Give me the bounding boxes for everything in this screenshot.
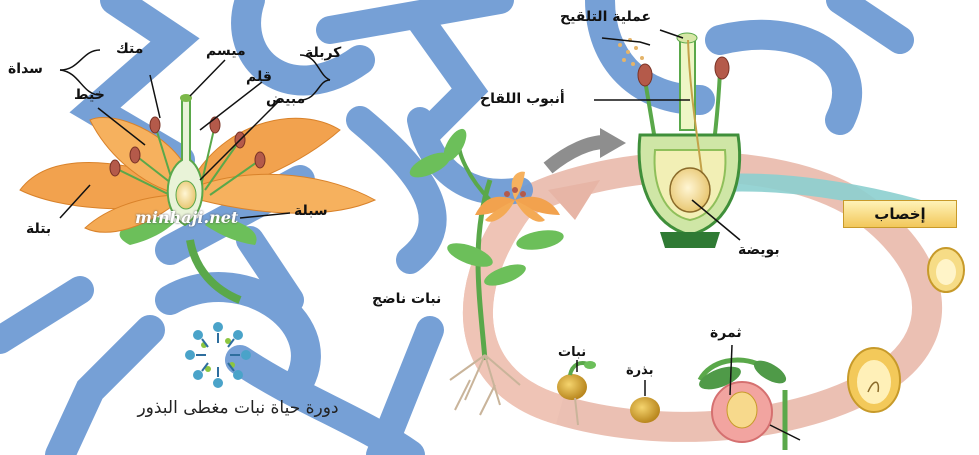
label-ovule: بويضة (738, 243, 780, 257)
label-stamen: سداة (8, 62, 43, 76)
label-petal: بتلة (26, 222, 51, 236)
flower-illustration (20, 94, 375, 300)
label-filament: خيط (74, 88, 105, 102)
label-pollen-tube: أنبوب اللقاح (480, 92, 565, 106)
label-seed: بذرة (626, 364, 654, 377)
label-style: قلم (246, 70, 272, 84)
label-seedling: نبات (558, 346, 586, 359)
label-pollination: عملية التلقيح (560, 10, 651, 24)
label-fertilization: إخصاب (843, 200, 957, 228)
watermark-text: minhaji.net (135, 208, 238, 227)
label-stigma: ميسم (206, 44, 246, 58)
label-sepal: سبلة (294, 204, 328, 218)
seed-illustration (630, 397, 660, 423)
logo-icon (185, 322, 251, 388)
caption-text: دورة حياة نبات مغطى البذور (88, 398, 388, 418)
label-fruit: ثمرة (710, 326, 742, 340)
label-carpel: كربلة (305, 46, 341, 60)
label-mature-plant: نبات ناضج (372, 292, 441, 306)
label-ovary: مبيض (266, 92, 305, 106)
label-anther: متك (116, 42, 143, 56)
